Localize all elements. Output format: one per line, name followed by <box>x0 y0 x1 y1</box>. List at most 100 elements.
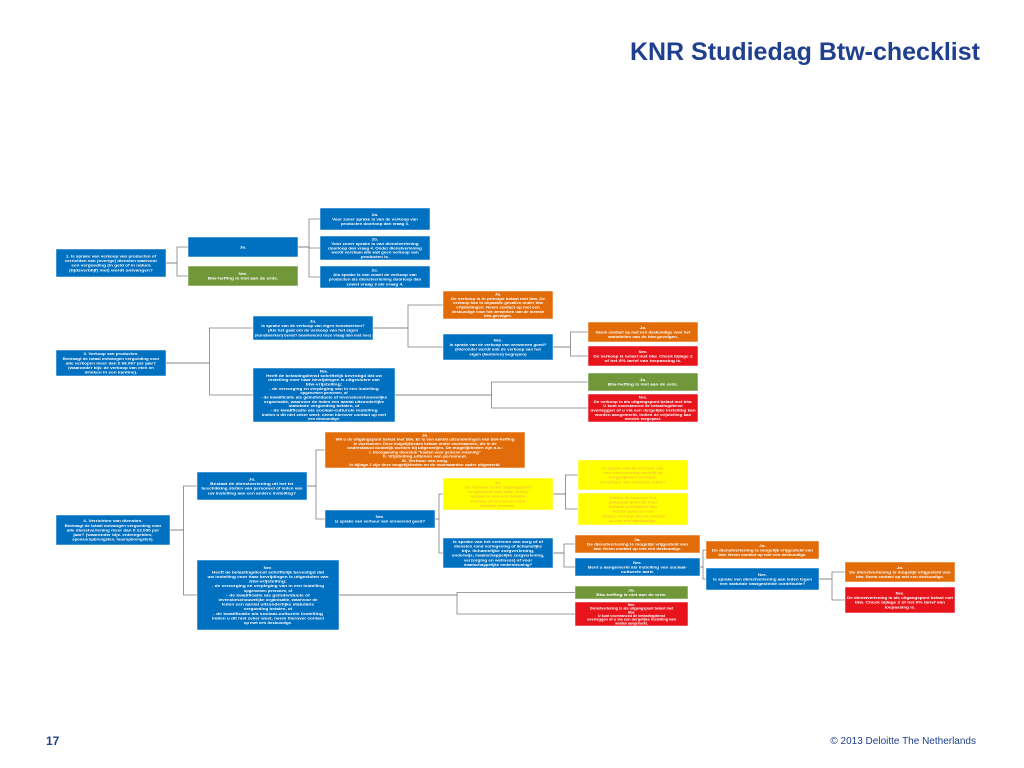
flow-node-text: Wil u de uitgangspunt belast met btw. Er… <box>336 437 515 442</box>
flow-node-text: Nee. <box>896 590 905 595</box>
flow-node-text: Ja. <box>495 480 502 485</box>
flow-node-text: onderwijs, maatschappelijke zorgverlenin… <box>452 553 544 558</box>
flow-node-box <box>577 492 689 526</box>
flow-node-box <box>442 537 554 569</box>
flow-node-box <box>252 315 374 341</box>
flow-node-box <box>55 349 167 377</box>
flow-node-q1: 1. Is sprake van verkoop van producten o… <box>55 248 167 278</box>
flow-node-text: (waaronder bijv. de verkoop van eten en <box>68 365 154 370</box>
flow-node-q4-ja-nee-ja: Ja.De verhuur is als uitgangspuntvrijges… <box>442 477 554 511</box>
flow-node-text: btw-vrijstelling: <box>306 381 342 386</box>
flow-node-text: vaststellen van de btw-gevolgen. <box>608 334 678 339</box>
connector-q4-ja-nee-to-q4-ja-nee-ja <box>435 493 443 520</box>
flow-node-q1-nee: Nee.Btw-heffing is niet aan de orde. <box>187 265 299 287</box>
flow-node-text: - de kwalificatie als sociaal-culturele … <box>270 407 378 412</box>
flow-node-q1-ja-2a: 2a.Voor zover sprake is van de verkoop v… <box>319 207 431 231</box>
flow-node-text: verrichten van (overige) diensten waarvo… <box>65 258 158 263</box>
flow-node-box <box>844 561 956 583</box>
flow-node-text: Bedraagt de totaal ontvangen vergoeding … <box>63 356 160 361</box>
flow-node-text: Voor zover sprake is van dienstverlening <box>331 241 419 246</box>
flow-node-text: leden een aantal uitzonderlijke statutai… <box>222 602 315 607</box>
flow-node-q3-ja-nee-ja: Ja.Neem contact op met een deskundige vo… <box>587 321 699 343</box>
flow-node-text: een vergoeding (in geld of in natura <box>71 263 151 268</box>
connector-q3-nee-to-q3-nee-ja <box>395 381 588 396</box>
flow-node-text: overleggen of u via een dergelijke inste… <box>587 617 676 622</box>
slide-title: KNR Studiedag Btw-checklist <box>629 38 980 66</box>
connector-q1-to-q1-nee <box>166 262 188 277</box>
flow-node-q3-ja-nee-nee: Nee.De verkoop is belast met btw. Check … <box>587 345 699 367</box>
flow-node-box <box>324 431 526 469</box>
flow-node-text: vergelijkbare verhuur, <box>609 475 657 480</box>
flow-node-text: producten doorloop dan vraag 3. <box>341 221 409 226</box>
flow-node-text: vrijgesteld van btw, tenzij <box>468 489 527 494</box>
flow-node-text: Btw-heffing is niet aan de orde. <box>208 276 278 281</box>
flow-node-q1-ja-2b: 2b.Voor zover sprake is van dienstverlen… <box>319 235 431 261</box>
flow-node-text: 2b. <box>372 237 379 242</box>
flow-node-text: U kunt voorstanced de belastingdienst <box>603 403 683 408</box>
flow-node-q4-ja-nee-nee: Is sprake van het verlenen van zorg of o… <box>442 537 554 569</box>
flow-node-box <box>587 372 699 392</box>
flow-node-text: onderstaand duidelijk worden bij uitgeve… <box>347 445 503 450</box>
flow-node-q4-ja-nee-nee-ja: Ja.De dienstverlening is mogelijk vrijge… <box>574 534 701 554</box>
flow-node-box <box>574 601 689 627</box>
flow-node-text: of verhuur van roerende zaken? <box>600 479 667 484</box>
flow-node-box <box>587 321 699 343</box>
flow-node-text: Heeft de belastingdienst schriftelijk be… <box>212 569 325 574</box>
flow-node-q4-ja-nee-nee-nee-nee: Nee.Is sprake van dienstverlening aan le… <box>705 567 820 591</box>
flow-node-text: vergoeding betalen, of <box>244 606 293 611</box>
connector-q4-ja-nee-nee-nee-to-q4-ja-nee-nee-nee-nee <box>700 566 706 580</box>
flow-node-text: Nee. <box>494 337 503 342</box>
connector-q4-nee-to-q4-nee-nee <box>339 594 575 615</box>
flow-node-text: wordt verstaan alle wat geen verkoop van <box>330 250 419 255</box>
flow-node-text: jaar? (waaronder bijv. entreegelden, <box>72 532 152 537</box>
connector-q4-ja-nee-nee-to-q4-ja-nee-nee-ja <box>553 543 575 554</box>
flow-node-text: indien u dit niet zeker weet, neem hiero… <box>262 412 387 417</box>
flow-node-text: De verkoop is in principe belast met btw… <box>451 296 546 301</box>
flow-node-text: - de verzorging en verpleging van in een… <box>212 583 325 588</box>
flow-node-text: vrijstellingen. Neem contact op met een <box>456 304 540 309</box>
flow-node-text: Nee. <box>239 271 248 276</box>
flow-node-q3-nee-ja: Ja.Btw-heffing is niet aan de orde. <box>587 372 699 392</box>
flow-node-text: Ja. <box>640 325 647 330</box>
flow-node-text: Ja. <box>628 588 635 593</box>
connector-q4-ja-to-q4-ja-nee <box>307 485 325 520</box>
flow-node-text: Dienstverlening is als uitgangspunt bela… <box>590 606 674 611</box>
flow-node-text: Btw-heffing is niet aan de orde. <box>596 592 666 597</box>
flow-node-text: De verhuur is als uitgangspunt <box>465 484 532 489</box>
connector-q3-nee-to-q3-nee-nee <box>395 394 588 409</box>
flow-node-text: worden aangemerkt, indien de vrijstellin… <box>594 412 692 417</box>
flow-node-q4-nee-ja: Ja.Btw-heffing is niet aan de orde. <box>574 585 689 600</box>
flow-node-text: alle dienstverlening meer dan € 22.000 p… <box>67 527 160 532</box>
flow-node-text: De dienstverlening is mogelijk vrijgeste… <box>849 569 951 574</box>
flow-node-q3-ja-nee: Nee.Is sprake van de verkoop van verworv… <box>442 333 554 361</box>
flow-node-text: btw. Neem contact op met een deskundige. <box>719 552 807 557</box>
flow-node-text: eigen (kantoren) begrepen) <box>469 351 527 356</box>
flow-node-text: culturele aard. <box>621 569 654 574</box>
flow-node-text: I. Doorgaaning doorstuk "kosten voor gem… <box>369 449 481 454</box>
flow-node-box <box>442 333 554 361</box>
flow-node-text: een kortstondig verblijf of <box>603 470 663 475</box>
flow-node-text: Nee. <box>639 394 648 399</box>
connector-q4-ja-nee-to-q4-ja-nee-nee <box>435 518 443 554</box>
flow-node-q4-ja-nee-nee-nee-nee-ja: Ja.De dienstverlening is mogelijk vrijge… <box>844 561 956 583</box>
flow-node-text: worden aangemerkt. <box>614 620 648 625</box>
flow-node-text: 2a. <box>372 212 379 217</box>
flow-node-q4: 4. Verrichten van diensten.Bedraagt de t… <box>55 514 171 546</box>
flow-node-text: Btw-heffing is niet aan de orde. <box>608 382 678 387</box>
flow-node-q4-ja-ja: Ja.Wil u de uitgangspunt belast met btw.… <box>324 431 526 469</box>
flow-node-q3: 3. Verkoop van producten.Bedraagt de tot… <box>55 349 167 377</box>
flow-node-q4-ja: Ja.Bestaat de dienstverlening uit het te… <box>196 471 308 501</box>
flow-node-text: De verkoop is als uitgangspunt belast me… <box>594 399 693 404</box>
flow-node-text: belaste verhuur. <box>480 503 515 508</box>
flow-node-box <box>587 393 699 423</box>
connector-q3-ja-to-q3-ja-ja <box>373 304 443 329</box>
flow-node-q3-nee-nee: Nee.De verkoop is als uitgangspunt belas… <box>587 393 699 423</box>
flow-node-text: Ja. <box>897 565 904 570</box>
flow-node-box <box>187 265 299 287</box>
flow-node-text: bijv. lichamelijke zorgverlening, <box>462 548 535 553</box>
connector-q3-to-q3-ja <box>166 327 253 364</box>
flow-node-text: - de kwalificatie als sociaal-culturele … <box>213 611 324 616</box>
flow-node-text: Voor zover sprake is van de verkoop van <box>332 216 418 221</box>
